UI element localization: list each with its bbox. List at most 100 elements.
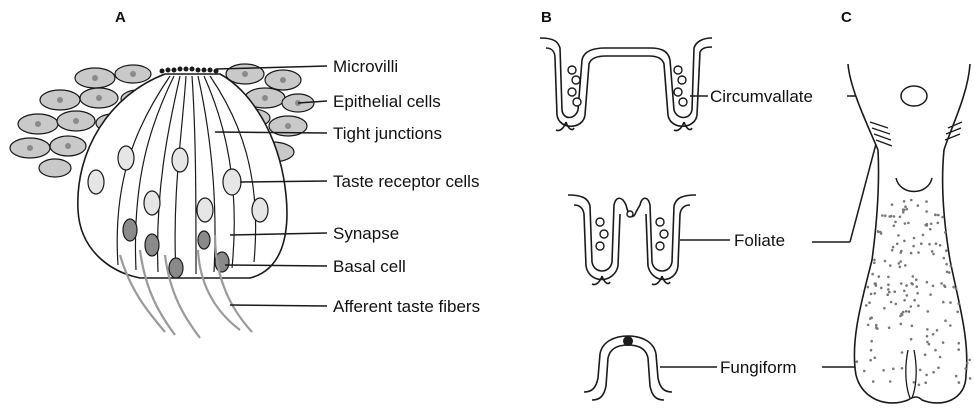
papilla-dot (912, 275, 915, 278)
papilla-dot (910, 252, 913, 255)
foliate-papilla (568, 195, 696, 285)
papilla-dot (890, 301, 893, 304)
label-tight-junctions: Tight junctions (333, 124, 442, 143)
papilla-dot (958, 342, 961, 345)
papilla-dot (943, 257, 946, 260)
papilla-dot (932, 371, 935, 374)
circumvallate-region-marker (901, 86, 927, 106)
papilla-dot (966, 362, 969, 365)
panel-b-letter: B (541, 9, 552, 26)
papilla-dot (903, 299, 906, 302)
papilla-dot (969, 377, 972, 380)
papilla-dot (901, 351, 904, 354)
label-epithelial-cells: Epithelial cells (333, 92, 441, 111)
label-afferent-taste-fibers: Afferent taste fibers (333, 297, 480, 316)
papilla-dot (888, 291, 891, 294)
papilla-dot (898, 262, 901, 265)
papilla-dot (927, 310, 930, 313)
papilla-dot (952, 286, 955, 289)
papilla-dot (913, 381, 916, 384)
papilla-dot (892, 246, 895, 249)
papilla-dot (934, 213, 937, 216)
papilla-dot (902, 211, 905, 214)
papilla-dot (900, 282, 903, 285)
papilla-dot (899, 315, 902, 318)
papilla-dot (910, 199, 913, 202)
papilla-dot (891, 203, 894, 206)
papilla-dot (908, 310, 911, 313)
papilla-dot (956, 311, 959, 314)
papilla-dot (955, 287, 958, 290)
papilla-dot (931, 250, 934, 253)
papilla-dot (899, 260, 902, 263)
papilla-dot (949, 301, 952, 304)
papilla-dot (874, 283, 877, 286)
papilla-dot (889, 380, 892, 383)
papilla-dot (925, 210, 928, 213)
papilla-dot (944, 319, 947, 322)
papilla-dot (879, 231, 882, 234)
panel-c: C (841, 9, 971, 403)
label-foliate: Foliate (734, 231, 785, 250)
papilla-dot (920, 242, 923, 245)
papilla-dot (937, 214, 940, 217)
papilla-dot (957, 302, 960, 305)
papilla-dot (867, 286, 870, 289)
papilla-dot (892, 368, 895, 371)
papilla-dot (878, 275, 881, 278)
papilla-dot (937, 222, 940, 225)
papilla-dot (924, 381, 927, 384)
papilla-dot (917, 304, 920, 307)
papilla-dot (935, 242, 938, 245)
papilla-dot (905, 284, 908, 287)
papilla-dot (869, 359, 872, 362)
papilla-dot (897, 234, 900, 237)
papilla-dot (924, 353, 927, 356)
papilla-dot (868, 301, 871, 304)
papilla-dot (936, 329, 939, 332)
papilla-dot (867, 324, 870, 327)
papilla-dot (893, 215, 896, 218)
panel-a-letter: A (115, 9, 126, 26)
papilla-dot (873, 259, 876, 262)
papilla-dot (939, 244, 942, 247)
papilla-dot (906, 294, 909, 297)
papilla-dot (943, 284, 946, 287)
papilla-dot (901, 367, 904, 370)
microvilli (160, 67, 219, 74)
papilla-dot (910, 282, 913, 285)
papilla-dot (895, 303, 898, 306)
papilla-dot (903, 240, 906, 243)
papilla-dot (926, 341, 929, 344)
papilla-dot (932, 285, 935, 288)
papilla-dot (932, 253, 935, 256)
papilla-dot (870, 349, 873, 352)
papilla-dot (904, 222, 907, 225)
papilla-dot (915, 278, 918, 281)
papilla-dot (881, 214, 884, 217)
papilla-dot (874, 356, 877, 359)
papilla-dot (922, 234, 925, 237)
papilla-dot (945, 263, 948, 266)
papilla-dot (926, 281, 929, 284)
papilla-dot (893, 290, 896, 293)
papilla-dot (913, 237, 916, 240)
label-basal-cell: Basal cell (333, 257, 406, 276)
papilla-dot (900, 251, 903, 254)
papilla-dot (880, 287, 883, 290)
papilla-dot (910, 305, 913, 308)
papilla-dot (924, 224, 927, 227)
papilla-dot (946, 271, 949, 274)
papilla-dot (887, 283, 890, 286)
papilla-dot (958, 381, 961, 384)
papilla-dot (875, 324, 878, 327)
papilla-dot (928, 343, 931, 346)
papilla-dot (926, 328, 929, 331)
papilla-dot (889, 264, 892, 267)
papilla-dot (937, 366, 940, 369)
papilla-dot (884, 260, 887, 263)
papilla-dot (891, 249, 894, 252)
papilla-dot (873, 262, 876, 265)
papilla-dot (887, 288, 890, 291)
